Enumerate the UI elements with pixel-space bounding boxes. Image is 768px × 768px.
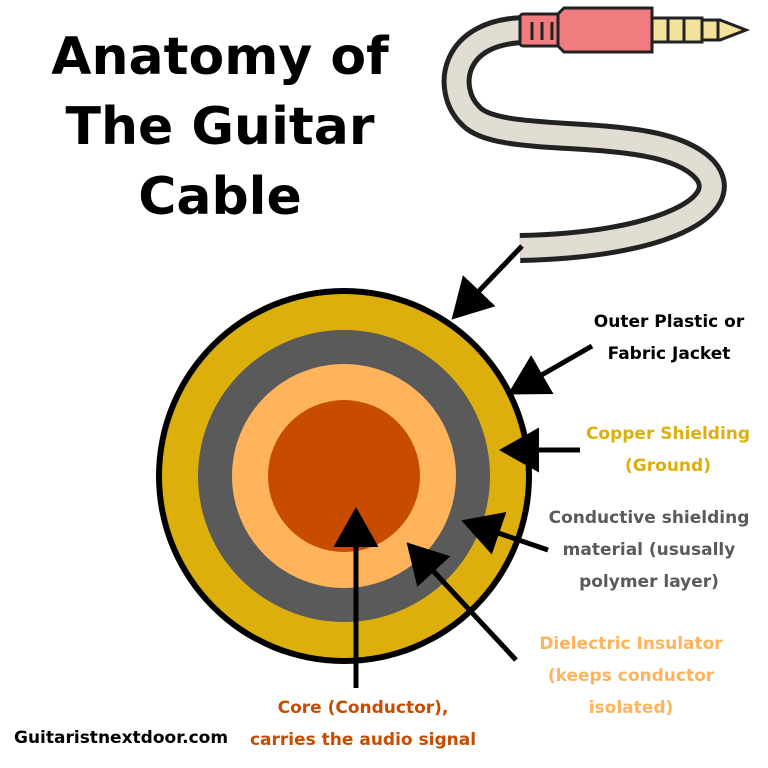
leader-arrows bbox=[333, 244, 594, 688]
dielectric-insulator-label: Dielectric Insulator (keeps conductor is… bbox=[516, 628, 746, 724]
cable-sleeve-fill bbox=[446, 20, 722, 258]
copper-shielding-label-line-2: (Ground) bbox=[625, 456, 711, 476]
title-line-2: The Guitar bbox=[65, 97, 375, 157]
outer-jacket-label-line-2: Fabric Jacket bbox=[607, 344, 731, 364]
conductive-shielding-label: Conductive shielding material (ususally … bbox=[538, 502, 760, 598]
conductive-shielding-label-line-1: Conductive shielding bbox=[548, 508, 750, 528]
copper-shielding-label-line-1: Copper Shielding bbox=[585, 424, 751, 444]
audio-jack-plug bbox=[518, 6, 751, 54]
copper-shielding-label: Copper Shielding (Ground) bbox=[576, 418, 760, 482]
site-credit: Guitaristnextdoor.com bbox=[14, 728, 229, 748]
title-line-1: Anatomy of bbox=[51, 27, 389, 87]
conductive-shielding-label-line-2: material (ususally bbox=[562, 540, 736, 560]
cable-to-section-arrow bbox=[451, 244, 524, 320]
layer-core bbox=[268, 400, 420, 552]
conductive-shielding-label-line-3: polymer layer) bbox=[579, 572, 719, 592]
core-label-line-2: carries the audio signal bbox=[249, 730, 477, 750]
cable-cross-section bbox=[156, 288, 532, 664]
outer-jacket-arrow bbox=[507, 343, 594, 395]
outer-jacket-label-line-1: Outer Plastic or bbox=[593, 312, 745, 332]
outer-jacket-label: Outer Plastic or Fabric Jacket bbox=[576, 306, 762, 370]
core-label-line-1: Core (Conductor), bbox=[277, 698, 449, 718]
guitar-cable-illustration bbox=[441, 6, 751, 263]
dielectric-insulator-arrow bbox=[406, 542, 518, 662]
dielectric-insulator-label-line-1: Dielectric Insulator bbox=[539, 634, 723, 654]
dielectric-insulator-label-line-3: isolated) bbox=[588, 698, 674, 718]
conductive-shielding-arrow bbox=[461, 512, 549, 555]
title-line-3: Cable bbox=[138, 167, 302, 227]
dielectric-insulator-label-line-2: (keeps conductor bbox=[547, 666, 715, 686]
core-label: Core (Conductor), carries the audio sign… bbox=[238, 692, 488, 756]
diagram-title: Anatomy of The Guitar Cable bbox=[20, 22, 420, 232]
